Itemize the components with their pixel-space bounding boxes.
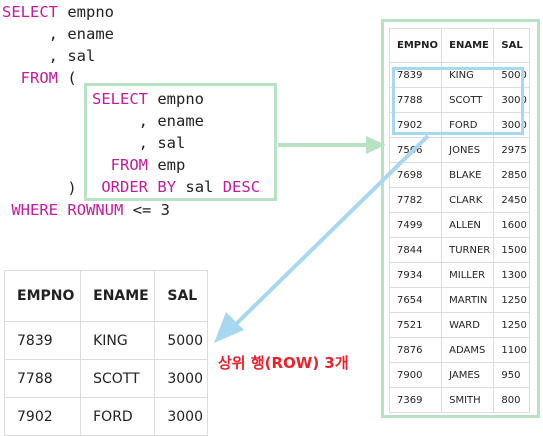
- table-cell: FORD: [80, 397, 156, 436]
- table-cell: 7839: [3, 321, 82, 360]
- table-cell: 7876: [388, 337, 443, 363]
- subquery-line: ORDER BY sal DESC: [92, 176, 260, 198]
- table-cell: 5000: [154, 321, 208, 360]
- sql-text: <= 3: [123, 201, 171, 219]
- top-rows-caption: 상위 행(ROW) 3개: [218, 354, 349, 372]
- subquery-sql: SELECT empno , ename , sal FROM emp ORDE…: [92, 88, 260, 198]
- table-cell: 7654: [388, 287, 443, 313]
- outer-sql-line: , ename: [2, 25, 114, 43]
- outer-sql-line: WHERE ROWNUM <= 3: [2, 199, 170, 221]
- sql-keyword: SELECT: [92, 90, 148, 108]
- table-cell: 7839: [388, 62, 443, 88]
- table-cell: KING: [80, 321, 156, 360]
- table-cell: 950: [493, 362, 530, 388]
- sql-keyword: ROWNUM: [67, 201, 124, 219]
- table-cell: SCOTT: [441, 87, 495, 113]
- subquery-line: , sal: [92, 134, 186, 152]
- table-cell: 1250: [493, 287, 530, 313]
- sql-keyword: ORDER: [101, 178, 149, 196]
- subquery-line: SELECT empno: [92, 88, 260, 110]
- sql-keyword: SELECT: [2, 3, 58, 21]
- table-cell: SMITH: [441, 387, 495, 413]
- table-cell: TURNER: [441, 237, 495, 263]
- sql-keyword: FROM: [20, 69, 58, 87]
- table-cell: ALLEN: [441, 212, 495, 238]
- table-cell: 7369: [388, 387, 443, 413]
- table-cell: 3000: [154, 397, 208, 436]
- sql-text: (: [58, 69, 77, 87]
- table-cell: 3000: [154, 359, 208, 398]
- outer-sql-line: ): [2, 179, 77, 197]
- sql-text: emp: [148, 156, 186, 174]
- table-cell: SCOTT: [80, 359, 156, 398]
- table-cell: MARTIN: [441, 287, 495, 313]
- table-cell: 7521: [388, 312, 443, 338]
- subquery-box: [84, 83, 277, 201]
- table-cell: 1100: [493, 337, 530, 363]
- table-cell: 2850: [493, 162, 530, 188]
- table-cell: JONES: [441, 137, 495, 163]
- table-cell: 7844: [388, 237, 443, 263]
- outer-sql-line: SELECT empno: [2, 1, 170, 23]
- column-header: EMPNO: [3, 270, 82, 322]
- table-cell: ADAMS: [441, 337, 495, 363]
- column-header: SAL: [154, 270, 208, 322]
- column-header: ENAME: [441, 28, 495, 63]
- blue-arrow: [214, 134, 430, 343]
- table-cell: 7788: [3, 359, 82, 398]
- green-arrow: [278, 136, 386, 154]
- sql-keyword: WHERE: [11, 201, 59, 219]
- outer-sql-line: FROM (: [2, 67, 170, 89]
- table-cell: CLARK: [441, 187, 495, 213]
- outer-sql-query: SELECT empno , ename , sal FROM ( ) WHER…: [2, 1, 170, 221]
- sql-text: sal: [176, 178, 223, 196]
- sql-keyword: DESC: [222, 178, 261, 196]
- table-cell: 7902: [3, 397, 82, 436]
- subquery-line: FROM emp: [92, 154, 260, 176]
- table-cell: JAMES: [441, 362, 495, 388]
- sql-keyword: BY: [157, 178, 177, 196]
- table-cell: 800: [493, 387, 530, 413]
- table-cell: 7499: [388, 212, 443, 238]
- sql-text: empno: [148, 90, 204, 108]
- outer-sql-line: , sal: [2, 47, 96, 65]
- sql-keyword: FROM: [110, 156, 148, 174]
- table-cell: MILLER: [441, 262, 495, 288]
- table-cell: 1500: [493, 237, 530, 263]
- table-cell: 2450: [493, 187, 530, 213]
- sql-text: empno: [58, 3, 114, 21]
- table-cell: 7788: [388, 87, 443, 113]
- subquery-line: , ename: [92, 112, 204, 130]
